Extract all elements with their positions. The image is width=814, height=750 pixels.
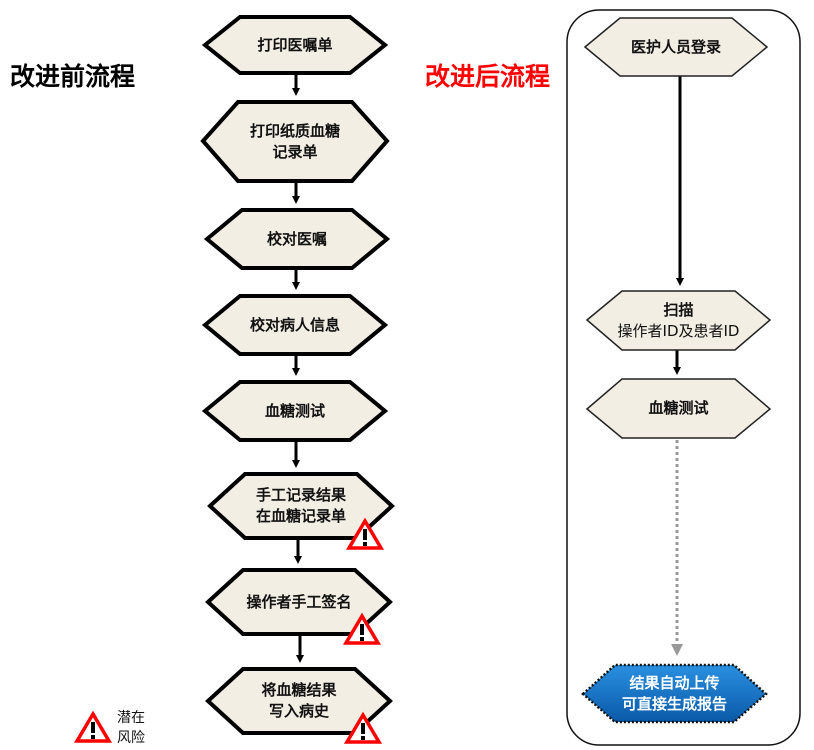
legend-warning-icon [75, 712, 111, 743]
legend-label: 潜在风险 [117, 708, 145, 748]
before-node-5-label: 血糖测试 [205, 382, 385, 440]
label-line: 扫描 [663, 300, 694, 319]
label-line: 校对病人信息 [249, 315, 340, 334]
before-node-1 [201, 15, 389, 75]
after-node-1 [583, 17, 769, 77]
after-node-3-label: 血糖测试 [587, 379, 770, 438]
before-node-8-label: 将血糖结果写入病史 [208, 669, 390, 733]
after-node-1-label: 医护人员登录 [585, 18, 767, 76]
label-line: 打印医嘱单 [257, 35, 333, 54]
before-node-4 [201, 294, 389, 356]
before-node-5 [201, 380, 389, 442]
label-line: 打印纸质血糖 [249, 121, 340, 140]
after-node-4-label: 结果自动上传可直接生成报告 [583, 665, 766, 722]
label-line: 手工记录结果 [255, 486, 346, 504]
legend-line: 潜在 [117, 710, 145, 726]
before-node-4-label: 校对病人信息 [205, 296, 385, 354]
after-title: 改进后流程 [425, 62, 551, 91]
label-line: 校对医嘱 [266, 229, 327, 248]
before-node-2-label: 打印纸质血糖记录单 [203, 102, 387, 181]
label-line: 结果自动上传 [629, 673, 720, 692]
before-node-3 [203, 208, 391, 270]
before-node-8 [205, 667, 393, 735]
before-node-6-label: 手工记录结果在血糖记录单 [210, 474, 392, 538]
before-arrows [292, 75, 304, 663]
before-node-7-label: 操作者手工签名 [208, 570, 390, 634]
label-line: 医护人员登录 [630, 37, 721, 56]
before-node-1-label: 打印医嘱单 [205, 17, 385, 73]
before-node-7 [205, 568, 393, 636]
label-line: 将血糖结果 [261, 681, 337, 699]
label-line: 写入病史 [268, 702, 329, 720]
label-line: 血糖测试 [264, 401, 325, 420]
label-line: 可直接生成报告 [621, 694, 727, 713]
before-node-2 [200, 100, 390, 183]
before-title: 改进前流程 [10, 62, 136, 91]
legend-line: 风险 [117, 730, 145, 746]
before-node-3-label: 校对医嘱 [207, 210, 387, 268]
after-node-2 [585, 290, 772, 351]
after-node-2-label: 扫描操作者ID及患者ID [587, 291, 770, 350]
label-line: 在血糖记录单 [255, 507, 346, 525]
after-node-3 [585, 378, 772, 439]
after-flow-container [566, 9, 801, 746]
label-line: 操作者ID及患者ID [617, 321, 740, 340]
after-node-4 [581, 663, 768, 724]
before-node-6 [207, 472, 395, 540]
label-line: 血糖测试 [648, 399, 709, 417]
label-line: 操作者手工签名 [246, 592, 352, 611]
label-line: 记录单 [272, 142, 318, 161]
